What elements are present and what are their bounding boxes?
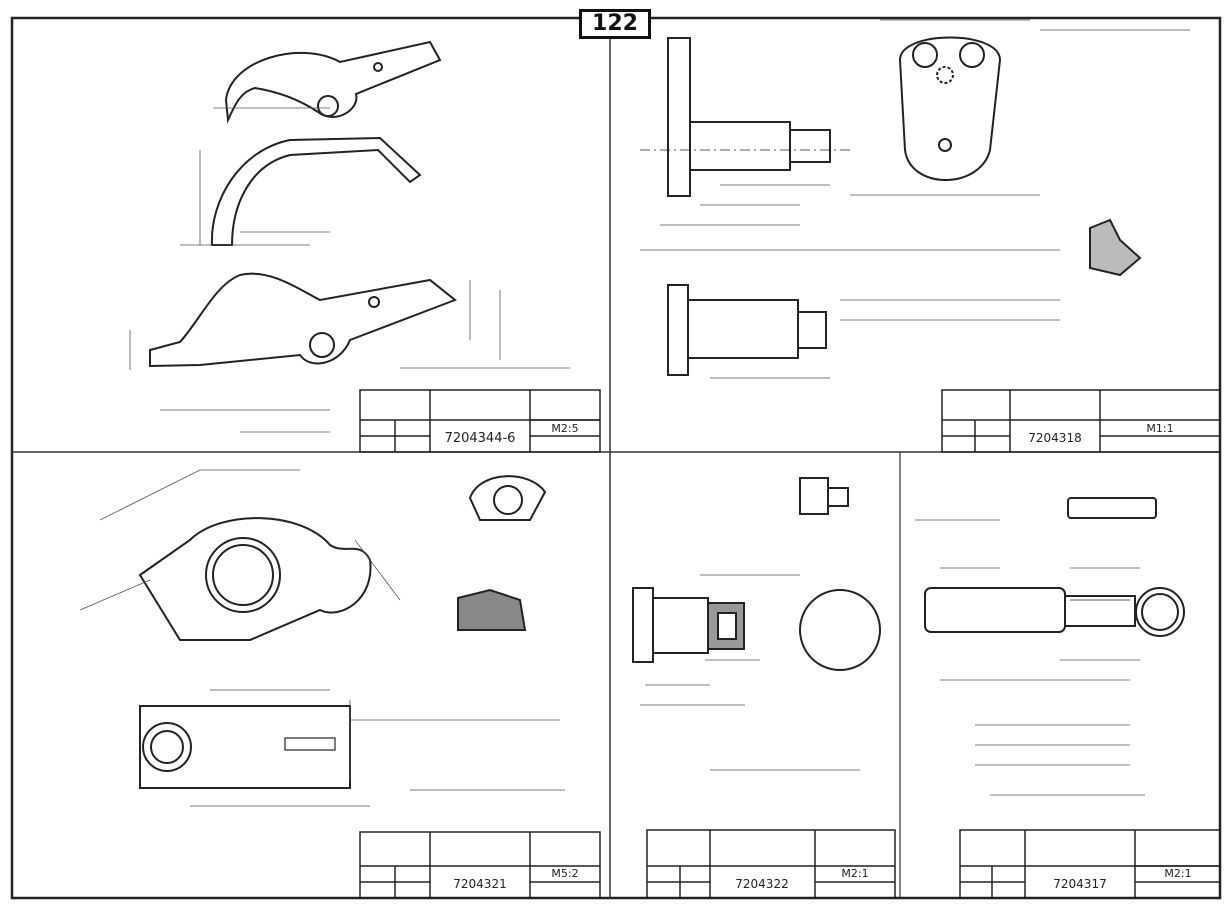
page-number-badge: 122 xyxy=(579,9,651,39)
stud-flange xyxy=(667,37,691,197)
hook-top-view xyxy=(224,40,442,124)
part-number-upper-right: 7204318 xyxy=(1028,431,1081,445)
scale-upper-left: М2:5 xyxy=(551,422,578,435)
sheet-frame xyxy=(10,16,1222,900)
title-block-lower-center xyxy=(646,829,896,899)
scale-lower-center: М2:1 xyxy=(841,867,868,880)
hook-small-hole xyxy=(373,62,383,72)
lower-center-dimensions xyxy=(640,574,860,771)
fork-drawing xyxy=(138,475,547,789)
lower-left-dimensions xyxy=(79,469,565,807)
title-block-lower-right xyxy=(959,829,1221,899)
title-block-upper-right xyxy=(941,389,1221,453)
hook-blank xyxy=(149,272,457,368)
plate-front-view xyxy=(898,36,1002,181)
upper-left-dimensions xyxy=(129,107,570,433)
fork-top-view xyxy=(138,517,372,641)
section-1-1 xyxy=(457,588,527,631)
stud-drawing xyxy=(640,36,1142,376)
part-number-lower-right: 7204317 xyxy=(1053,877,1106,891)
pin-end-view xyxy=(1135,587,1185,637)
bushing-drawing xyxy=(632,477,881,671)
scale-upper-right: М1:1 xyxy=(1146,422,1173,435)
hook-lever-drawing xyxy=(149,40,457,368)
detail-section xyxy=(1089,218,1142,277)
bushing-end-view xyxy=(799,589,881,671)
title-block-lower-left xyxy=(359,831,601,899)
part-number-lower-center: 7204322 xyxy=(735,877,788,891)
stud-thread xyxy=(789,129,831,163)
hook-hole xyxy=(317,95,339,117)
blank-small-hole xyxy=(368,296,380,308)
section-mark-view xyxy=(468,475,547,521)
stud-body xyxy=(689,121,791,171)
lower-right-dimensions xyxy=(915,519,1145,796)
pin-drawing xyxy=(924,497,1185,637)
hook-side-view xyxy=(210,136,422,246)
title-block-upper-left xyxy=(359,389,601,453)
part-number-upper-left: 7204344-6 xyxy=(445,431,516,446)
part-number-lower-left: 7204321 xyxy=(453,877,506,891)
scale-lower-right: М2:1 xyxy=(1164,867,1191,880)
blank-hole xyxy=(309,332,335,358)
upper-right-dimensions xyxy=(640,19,1190,379)
fork-side-view xyxy=(139,705,351,789)
scale-lower-left: М5:2 xyxy=(551,867,578,880)
